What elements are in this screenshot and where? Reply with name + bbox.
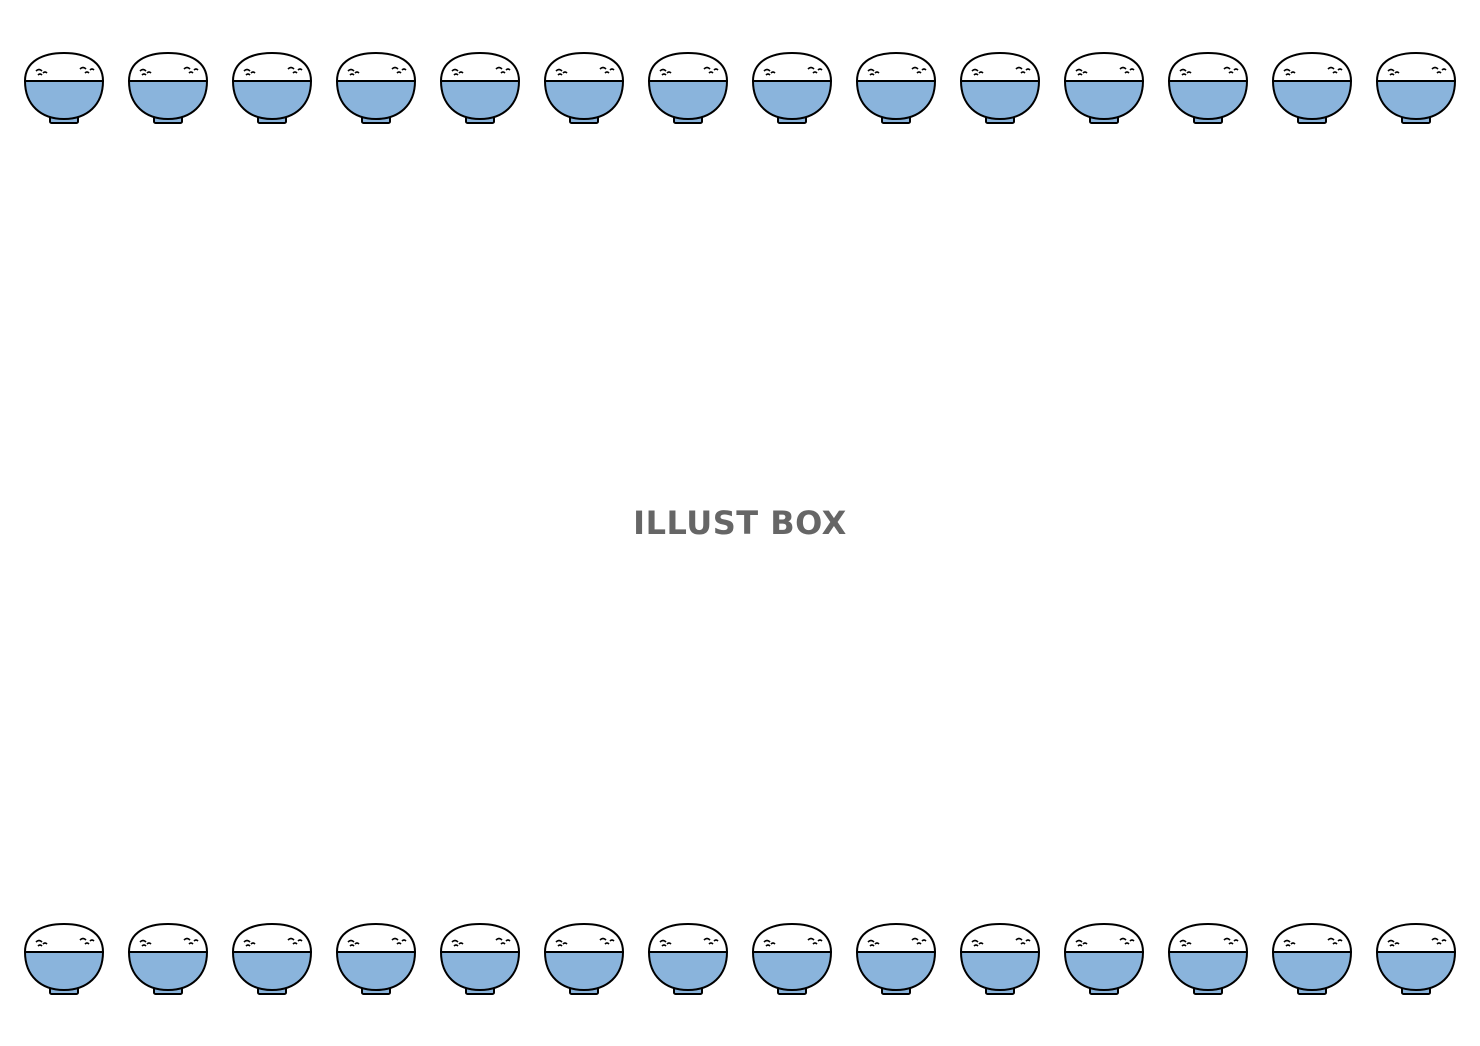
rice-bowl-icon bbox=[439, 922, 521, 996]
rice-bowl-icon bbox=[1271, 922, 1353, 996]
rice-bowl-icon bbox=[23, 51, 105, 125]
rice-bowl-icon bbox=[335, 51, 417, 125]
rice-bowl-icon bbox=[855, 922, 937, 996]
bottom-bowl-border bbox=[23, 922, 1457, 996]
rice-bowl-icon bbox=[127, 922, 209, 996]
rice-bowl-icon bbox=[1375, 922, 1457, 996]
watermark-text: ILLUST BOX bbox=[633, 504, 847, 542]
rice-bowl-icon bbox=[1375, 51, 1457, 125]
rice-bowl-icon bbox=[543, 51, 625, 125]
rice-bowl-icon bbox=[231, 922, 313, 996]
rice-bowl-icon bbox=[959, 51, 1041, 125]
rice-bowl-icon bbox=[751, 922, 833, 996]
rice-bowl-icon bbox=[1271, 51, 1353, 125]
rice-bowl-icon bbox=[1063, 922, 1145, 996]
rice-bowl-icon bbox=[23, 922, 105, 996]
rice-bowl-icon bbox=[1167, 922, 1249, 996]
rice-bowl-icon bbox=[959, 922, 1041, 996]
rice-bowl-icon bbox=[647, 51, 729, 125]
rice-bowl-icon bbox=[543, 922, 625, 996]
rice-bowl-icon bbox=[335, 922, 417, 996]
rice-bowl-icon bbox=[1167, 51, 1249, 125]
rice-bowl-icon bbox=[855, 51, 937, 125]
rice-bowl-icon bbox=[231, 51, 313, 125]
rice-bowl-icon bbox=[751, 51, 833, 125]
top-bowl-border bbox=[23, 51, 1457, 125]
rice-bowl-icon bbox=[647, 922, 729, 996]
rice-bowl-icon bbox=[439, 51, 521, 125]
rice-bowl-icon bbox=[1063, 51, 1145, 125]
rice-bowl-icon bbox=[127, 51, 209, 125]
